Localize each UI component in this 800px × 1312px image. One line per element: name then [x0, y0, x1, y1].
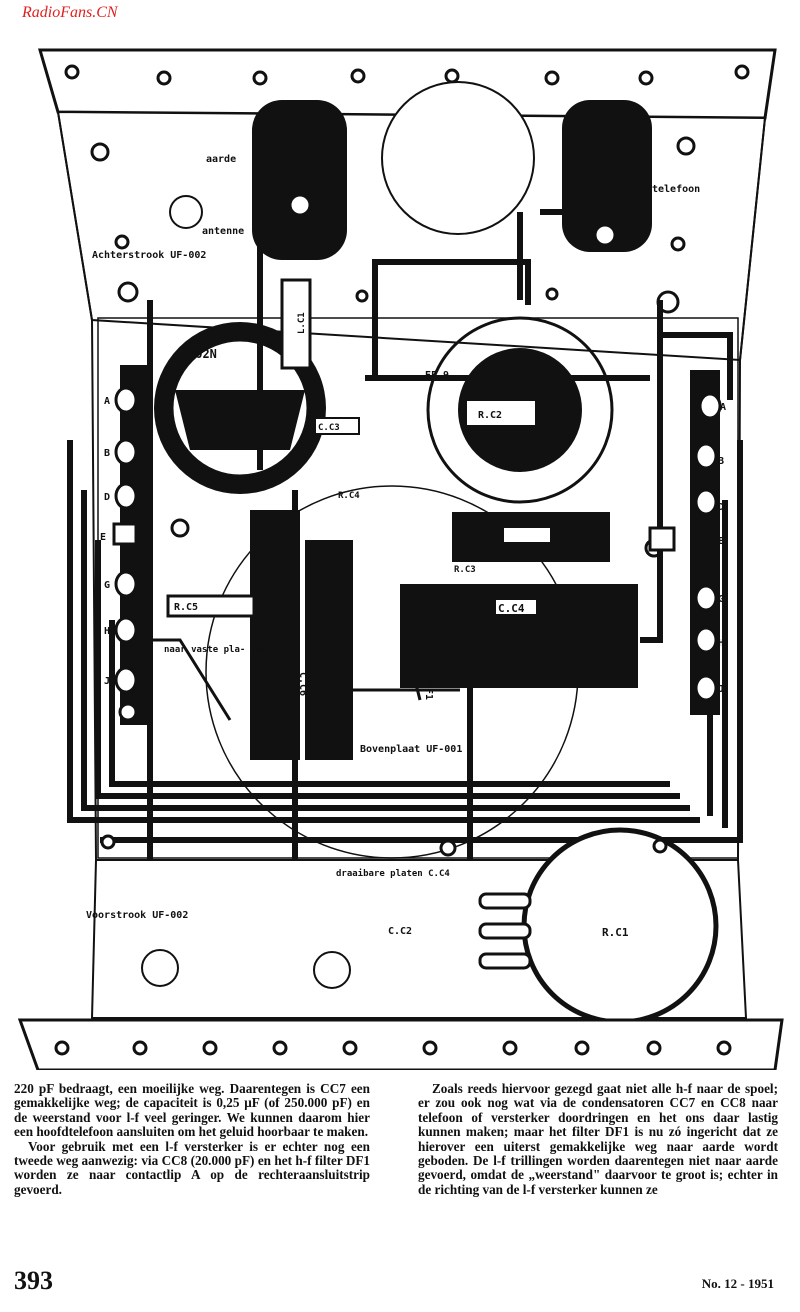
- left-terminal-j: J: [104, 676, 110, 687]
- label-df1: DF1: [423, 682, 434, 700]
- paragraph: 220 pF bedraagt, een moeilijke weg. Daar…: [14, 1081, 370, 1140]
- right-terminal-j: J: [718, 684, 724, 695]
- left-terminal-d: D: [104, 492, 110, 503]
- label-402n: 402N: [188, 347, 217, 361]
- left-terminal-labels: A B D E G H J: [100, 396, 110, 687]
- jack-left: [252, 100, 347, 260]
- rc5-resistor: [166, 594, 256, 618]
- label-cc5: C.C5: [510, 532, 534, 543]
- left-terminal-g: G: [104, 580, 110, 591]
- right-terminal-b: B: [718, 456, 724, 467]
- paragraph: Zoals reeds hiervoor gezegd gaat niet al…: [418, 1081, 778, 1197]
- article-column-left: 220 pF bedraagt, een moeilijke weg. Daar…: [14, 1081, 370, 1197]
- right-terminal-strip: [690, 370, 720, 715]
- bottom-flange: [17, 1018, 784, 1070]
- cc3-capacitor: [314, 417, 360, 435]
- left-terminal-e: E: [100, 532, 106, 543]
- left-terminal-b: B: [104, 448, 110, 459]
- label-lc1: L.C1: [297, 312, 307, 334]
- label-cc6: C.C6: [297, 672, 308, 696]
- right-terminal-a: A: [720, 402, 726, 413]
- chassis-wiring-diagram: aarde telefoon antenne Achterstrook UF-0…: [17, 48, 784, 1070]
- label-rc1: R.C1: [602, 926, 629, 939]
- label-rc4: R.C4: [338, 491, 360, 501]
- right-terminal-e: E: [718, 536, 724, 547]
- ef9-socket: [426, 316, 614, 504]
- label-naar-vaste: naar vaste pla- ten C.C4: [164, 645, 295, 655]
- right-terminal-g: G: [718, 594, 724, 605]
- label-telefoon: telefoon: [652, 184, 700, 195]
- label-rc5: R.C5: [174, 602, 198, 613]
- label-draaibare: draaibare platen C.C4: [336, 868, 450, 879]
- left-terminal-h: H: [104, 626, 110, 637]
- issue-label: No. 12 - 1951: [701, 1276, 774, 1291]
- left-terminal-a: A: [104, 396, 110, 407]
- label-cc4: C.C4: [498, 602, 525, 615]
- cc4-block: [400, 584, 638, 688]
- label-achterstrook: Achterstrook UF-002: [92, 250, 206, 261]
- label-rc2: R.C2: [478, 410, 502, 421]
- page-number: 393: [14, 1266, 53, 1295]
- right-terminal-labels: A B D E G H J: [718, 402, 726, 695]
- label-cc2: C.C2: [388, 926, 412, 937]
- right-terminal-d: D: [718, 502, 724, 513]
- cc6-capacitor: [250, 510, 300, 760]
- label-antenne: antenne: [202, 226, 244, 237]
- paragraph: Voor gebruik met een l-f versterker is e…: [14, 1138, 370, 1197]
- right-terminal-h: H: [718, 638, 724, 649]
- article-column-right: Zoals reeds hiervoor gezegd gaat niet al…: [418, 1081, 778, 1197]
- label-voorstrook: Voorstrook UF-002: [86, 910, 188, 921]
- label-aarde: aarde: [206, 154, 236, 165]
- label-ef9: EF 9: [425, 370, 449, 381]
- lc1-coil: [280, 278, 312, 370]
- label-cc3: C.C3: [318, 423, 340, 433]
- watermark-header: RadioFans.CN: [22, 4, 118, 21]
- label-bovenplaat: Bovenplaat UF-001: [360, 744, 462, 755]
- label-cc7: C.C7: [269, 736, 279, 758]
- label-rc3: R.C3: [454, 565, 476, 575]
